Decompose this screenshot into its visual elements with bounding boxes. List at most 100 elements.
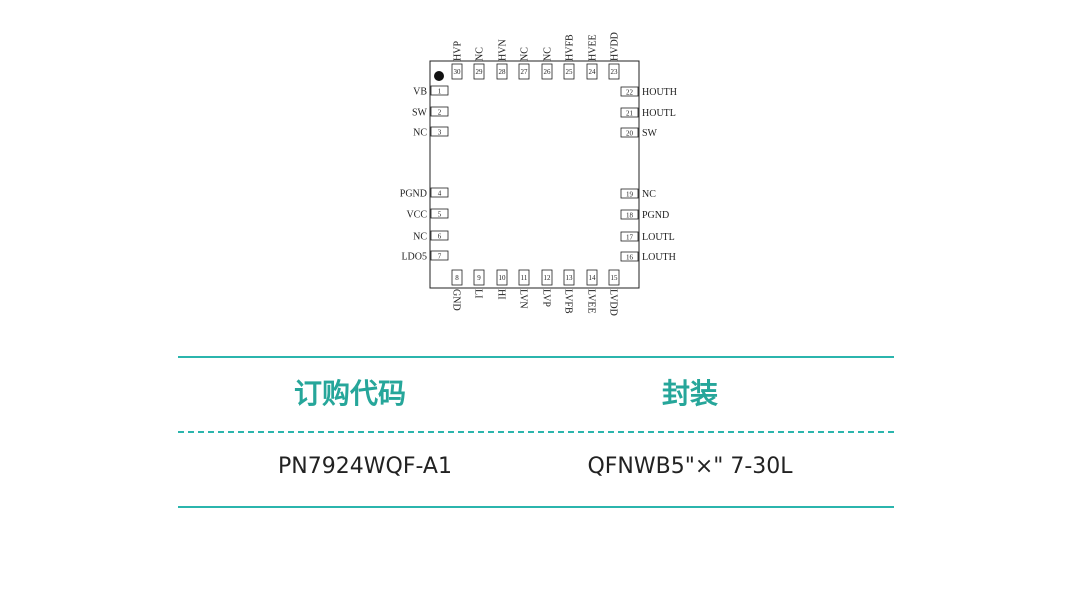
pin-pad-12 [541,269,553,286]
pin-pad-6 [430,230,449,241]
pin-number-16: 16 [626,254,634,262]
pin-pad-17 [620,231,639,242]
pin-label-6: NC [413,232,427,243]
pin-label-17: LOUTL [642,232,675,243]
pin-number-9: 9 [477,274,481,282]
qfn-pinout-diagram: 30HVP29NC28HVN27NC26NC25HVFB24HVEE23HVDD… [400,32,677,316]
chip-body [429,60,640,289]
pin-number-25: 25 [566,68,574,76]
pin-label-27: NC [520,47,531,61]
pin-number-10: 10 [499,274,507,282]
pin-label-13: LVFB [563,289,574,314]
table-bottom-rule [178,506,894,508]
pin-number-19: 19 [626,191,634,199]
pin-pad-14 [586,269,598,286]
pin-number-12: 12 [544,274,552,282]
pin-pad-13 [563,269,575,286]
pin-number-4: 4 [438,190,442,198]
pin-pad-24 [586,63,598,80]
pin-label-22: HOUTH [642,87,677,98]
pin-number-23: 23 [611,68,619,76]
table-top-rule [178,356,894,358]
pin-pad-1 [430,85,449,96]
pin-pad-5 [430,208,449,219]
pin-pad-30 [451,63,463,80]
pin-label-5: VCC [406,210,427,221]
pin-label-8: GND [451,289,462,311]
pin-label-4: PGND [400,189,427,200]
pin-number-30: 30 [454,68,462,76]
pin-pad-10 [496,269,508,286]
pin-number-17: 17 [626,234,634,242]
pin-label-15: LVDD [608,289,619,316]
pin-number-7: 7 [438,253,442,261]
pin-label-28: HVN [498,39,509,61]
pin-pad-8 [451,269,463,286]
pin-label-18: PGND [642,210,669,221]
pin-label-21: HOUTL [642,108,676,119]
pin-number-28: 28 [499,68,507,76]
pin-label-30: HVP [453,41,464,61]
pin-label-10: HI [496,289,507,300]
pin-pad-15 [608,269,620,286]
pin-number-26: 26 [544,68,552,76]
pin-pad-4 [430,187,449,198]
pin-pad-9 [473,269,485,286]
pin1-marker-dot [434,71,444,81]
pin-number-1: 1 [438,88,442,96]
pin-pad-7 [430,250,449,261]
pin-number-29: 29 [476,68,484,76]
pin-label-12: LVP [541,289,552,307]
pin-number-13: 13 [566,274,574,282]
pin-number-22: 22 [626,89,634,97]
pin-number-11: 11 [521,274,528,282]
pin-number-18: 18 [626,212,634,220]
pin-label-24: HVEE [588,34,599,61]
package-value: QFNWB5"×" 7-30L [587,454,793,479]
pin-number-24: 24 [589,68,597,76]
pin-number-8: 8 [455,274,459,282]
pin-label-25: HVFB [565,34,576,61]
pin-pad-29 [473,63,485,80]
pin-label-26: NC [543,47,554,61]
pin-pad-2 [430,106,449,117]
pin-label-7: LDO5 [401,252,427,263]
pin-number-21: 21 [626,110,634,118]
pin-pad-19 [620,188,639,199]
pin-label-16: LOUTH [642,252,676,263]
pin-number-6: 6 [438,233,442,241]
pin-label-11: LVN [518,289,529,309]
pin-number-15: 15 [611,274,619,282]
pin-pad-23 [608,63,620,80]
header-order-code: 订购代码 [293,377,406,410]
pin-pad-22 [620,86,639,97]
pin-pad-16 [620,251,639,262]
pin-pad-20 [620,127,639,138]
pin-label-19: NC [642,189,656,200]
pin-number-3: 3 [438,129,442,137]
pin-number-5: 5 [438,211,442,219]
pin-label-9: LI [473,289,484,298]
pin-pad-27 [518,63,530,80]
pin-number-14: 14 [589,274,597,282]
pin-label-23: HVDD [610,32,621,61]
pin-pad-11 [518,269,530,286]
pin-label-14: LVEE [586,289,597,314]
header-package: 封装 [661,377,718,410]
pin-pad-25 [563,63,575,80]
pin-pad-18 [620,209,639,220]
pin-pad-26 [541,63,553,80]
pin-number-2: 2 [438,109,442,117]
pin-label-1: VB [413,87,427,98]
pin-pad-21 [620,107,639,118]
pin-pad-3 [430,126,449,137]
pin-number-20: 20 [626,130,634,138]
pin-label-2: SW [412,108,428,119]
pin-label-29: NC [475,47,486,61]
pin-pad-28 [496,63,508,80]
table-header-divider [178,431,894,433]
pin-label-3: NC [413,128,427,139]
pin-label-20: SW [642,128,658,139]
order-code-value: PN7924WQF-A1 [278,454,452,479]
pin-number-27: 27 [521,68,529,76]
